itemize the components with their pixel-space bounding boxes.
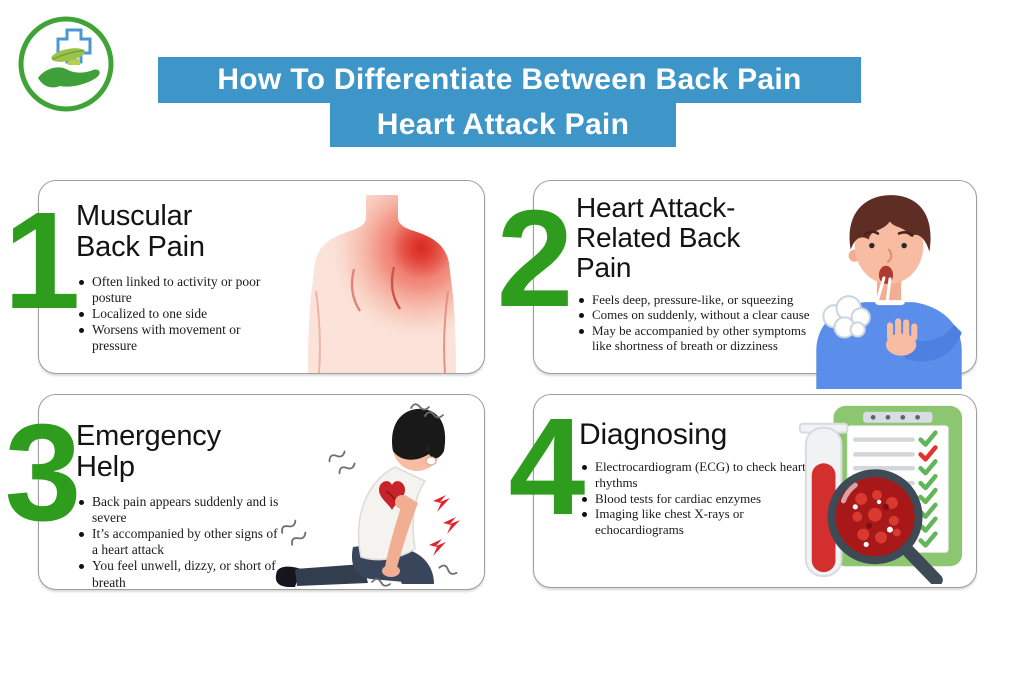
- arm-seam-line: [443, 290, 449, 373]
- tremor-lines: [281, 403, 458, 587]
- card1-title: Muscular Back Pain: [76, 200, 281, 264]
- medical-cross-icon: [56, 28, 92, 64]
- hand: [382, 565, 400, 577]
- pain-bolts: [429, 495, 460, 556]
- gasping-mouth: [425, 456, 437, 466]
- nose: [886, 248, 893, 263]
- bullet-item: Back pain appears suddenly and is severe: [76, 494, 281, 526]
- bullet-item: Worsens with movement or pressure: [76, 322, 281, 354]
- card4-text: Diagnosing Electrocardiogram (ECG) to ch…: [579, 418, 817, 537]
- cough-cloud: [822, 295, 871, 339]
- kneeling-man-chest-pain-icon: [275, 403, 460, 587]
- card2-title: Heart Attack- Related Back Pain: [576, 192, 828, 284]
- card3-title-line1: Emergency: [76, 420, 221, 452]
- card2-title-line1: Heart Attack-: [576, 192, 736, 223]
- blood-test-checklist-icon: [798, 405, 963, 584]
- bullet-item: May be accompanied by other symptoms lik…: [576, 323, 828, 354]
- title-banner-line2: Heart Attack Pain: [330, 103, 676, 147]
- card3-title-line2: Help: [76, 451, 135, 484]
- lens-ring: [827, 469, 923, 565]
- eyebrow: [863, 230, 880, 236]
- back-pain-illustration: [282, 191, 482, 373]
- card1-title-line1: Muscular: [76, 200, 193, 232]
- clip: [863, 411, 933, 423]
- bullet-item: Often linked to activity or poor posture: [76, 274, 281, 306]
- card3-title: Emergency Help: [76, 420, 281, 484]
- step-number-2: 2: [496, 182, 574, 336]
- title-banner-line1: How To Differentiate Between Back Pain: [158, 57, 861, 103]
- hand-icon: [38, 67, 100, 88]
- eye: [901, 242, 907, 249]
- bullet-item: You feel unwell, dizzy, or short of brea…: [76, 558, 281, 590]
- coughing-man-illustration: [802, 185, 976, 389]
- step-number-4: 4: [508, 390, 586, 544]
- eye: [869, 242, 875, 249]
- man-coughing-icon: [816, 195, 962, 389]
- clip-dots: [870, 414, 920, 420]
- card-muscular-back-pain: Muscular Back Pain Often linked to activ…: [38, 180, 485, 374]
- shoe: [275, 566, 301, 587]
- step-number-1: 1: [3, 184, 81, 338]
- lower-leg: [295, 564, 368, 586]
- magnifier-handle: [900, 542, 943, 584]
- card4-bullets: Electrocardiogram (ECG) to check heart r…: [579, 459, 817, 537]
- bullet-item: Localized to one side: [76, 306, 281, 322]
- card3-bullets: Back pain appears suddenly and is severe…: [76, 494, 281, 591]
- diagnosis-illustration: [790, 400, 972, 584]
- breath-line: [875, 276, 886, 304]
- card1-title-line2: Back Pain: [76, 231, 205, 264]
- title-text-line2: Heart Attack Pain: [376, 108, 630, 141]
- breath-line: [885, 277, 892, 305]
- bullet-item: Imaging like chest X-rays or echocardiog…: [579, 506, 817, 537]
- arm-seam-line: [315, 290, 321, 373]
- cross-lower: [68, 59, 80, 65]
- bullet-item: Feels deep, pressure-like, or squeezing: [576, 292, 828, 308]
- red-checkmark: [918, 445, 938, 462]
- card4-title-line1: Diagnosing: [579, 418, 728, 451]
- card1-bullets: Often linked to activity or poor posture…: [76, 274, 281, 355]
- card2-text: Heart Attack- Related Back Pain Feels de…: [576, 192, 828, 354]
- clinic-logo: [16, 14, 116, 114]
- bullet-item: It’s accompanied by other signs of a hea…: [76, 526, 281, 558]
- blood-cells: [852, 490, 901, 548]
- step-number-3: 3: [4, 396, 82, 550]
- card-emergency-help: Emergency Help Back pain appears suddenl…: [38, 394, 485, 590]
- card2-bullets: Feels deep, pressure-like, or squeezing …: [576, 292, 828, 354]
- front-knee: [397, 549, 434, 584]
- bullet-item: Comes on suddenly, without a clear cause: [576, 307, 828, 323]
- card-heart-attack-back-pain: Heart Attack- Related Back Pain Feels de…: [533, 180, 977, 389]
- clutching-hand: [395, 495, 409, 509]
- test-tube: [798, 422, 849, 578]
- hair: [849, 195, 931, 252]
- eyebrow: [897, 231, 914, 237]
- shoulder-blade-line: [350, 268, 362, 312]
- card-diagnosing: Diagnosing Electrocardiogram (ECG) to ch…: [533, 394, 977, 588]
- kneeling-man-illustration: [264, 399, 476, 587]
- arm: [901, 324, 962, 362]
- upper-back-pain-heatmap-icon: [308, 195, 456, 373]
- arm: [385, 495, 418, 571]
- hand-on-chest: [885, 318, 918, 356]
- bullet-item: Electrocardiogram (ECG) to check heart r…: [579, 459, 817, 490]
- card3-text: Emergency Help Back pain appears suddenl…: [76, 420, 281, 591]
- magnifier: [827, 469, 943, 584]
- hair: [392, 408, 446, 460]
- card2-title-line2: Related Back: [576, 222, 741, 254]
- card1-text: Muscular Back Pain Often linked to activ…: [76, 200, 281, 355]
- hand-cross-logo-icon: [18, 16, 114, 112]
- eye: [425, 446, 431, 452]
- card4-title: Diagnosing: [579, 418, 817, 451]
- card2-title-line3: Pain: [576, 252, 632, 284]
- title-text-line1: How To Differentiate Between Back Pain: [217, 63, 802, 96]
- blood-sample: [811, 463, 836, 573]
- lens-glare: [840, 482, 858, 504]
- bullet-item: Blood tests for cardiac enzymes: [579, 491, 817, 507]
- leaf-icon: [51, 48, 85, 62]
- shoulder-blade-line: [390, 266, 402, 310]
